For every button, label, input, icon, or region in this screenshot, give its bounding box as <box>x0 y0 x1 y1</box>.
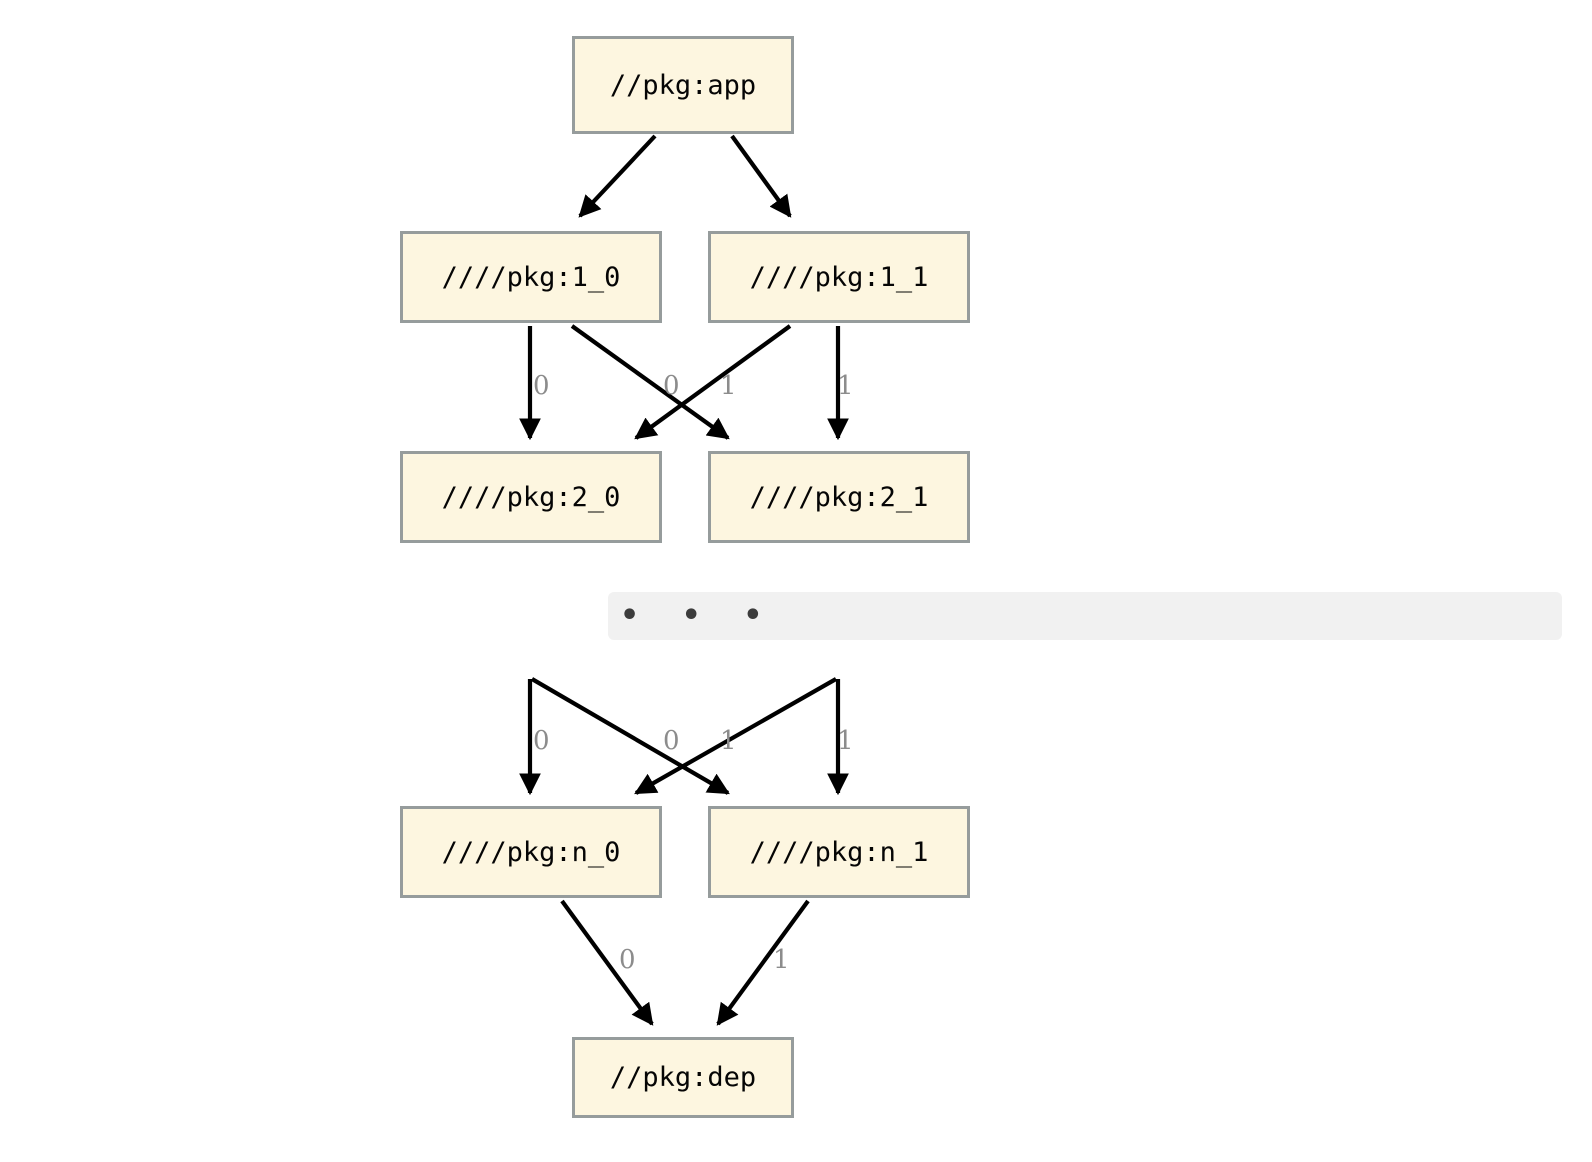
node-pkg-1_1-label: ////pkg:1_1 <box>749 261 929 293</box>
node-pkg-1_1[interactable]: ////pkg:1_1 <box>708 231 970 323</box>
node-pkg-2_1[interactable]: ////pkg:2_1 <box>708 451 970 543</box>
edge-label-1_1-2_0: 1 <box>720 371 737 401</box>
edge-label-cont-n_0-a: 0 <box>533 726 550 756</box>
node-pkg-2_0[interactable]: ////pkg:2_0 <box>400 451 662 543</box>
edge-label-1_0-2_0: 0 <box>533 371 550 401</box>
ellipsis-dots: • • • <box>620 598 779 633</box>
node-app[interactable]: //pkg:app <box>572 36 794 134</box>
node-pkg-1_0[interactable]: ////pkg:1_0 <box>400 231 662 323</box>
edge-label-n_1-dep: 1 <box>773 945 790 975</box>
elision-separator: • • • <box>608 592 1562 640</box>
node-app-label: //pkg:app <box>609 69 757 101</box>
node-pkg-2_0-label: ////pkg:2_0 <box>441 481 621 513</box>
node-pkg-n_0-label: ////pkg:n_0 <box>441 836 621 868</box>
edge-label-cont-n_1-b: 1 <box>837 726 854 756</box>
edge-continuation-to-n_0-b <box>634 677 838 795</box>
node-pkg-n_1[interactable]: ////pkg:n_1 <box>708 806 970 898</box>
edge-1_0-to-2_1 <box>570 324 730 440</box>
node-pkg-2_1-label: ////pkg:2_1 <box>749 481 929 513</box>
node-dep-label: //pkg:dep <box>609 1062 757 1093</box>
edge-label-1_0-2_1: 0 <box>663 371 680 401</box>
edge-n_0-to-dep <box>560 899 654 1026</box>
edge-app-to-1_1 <box>730 134 792 218</box>
edge-continuation-to-n_1-a <box>530 677 730 795</box>
node-dep[interactable]: //pkg:dep <box>572 1037 794 1118</box>
edge-app-to-1_0 <box>578 134 657 218</box>
node-pkg-1_0-label: ////pkg:1_0 <box>441 261 621 293</box>
node-pkg-n_0[interactable]: ////pkg:n_0 <box>400 806 662 898</box>
edge-1_1-to-2_0 <box>634 324 792 440</box>
edge-n_1-to-dep <box>716 899 810 1026</box>
edge-label-n_0-dep: 0 <box>619 945 636 975</box>
edge-label-1_1-2_1: 1 <box>837 371 854 401</box>
edge-label-cont-n_0-b: 1 <box>720 726 737 756</box>
edge-label-cont-n_1-a: 0 <box>663 726 680 756</box>
node-pkg-n_1-label: ////pkg:n_1 <box>749 836 929 868</box>
